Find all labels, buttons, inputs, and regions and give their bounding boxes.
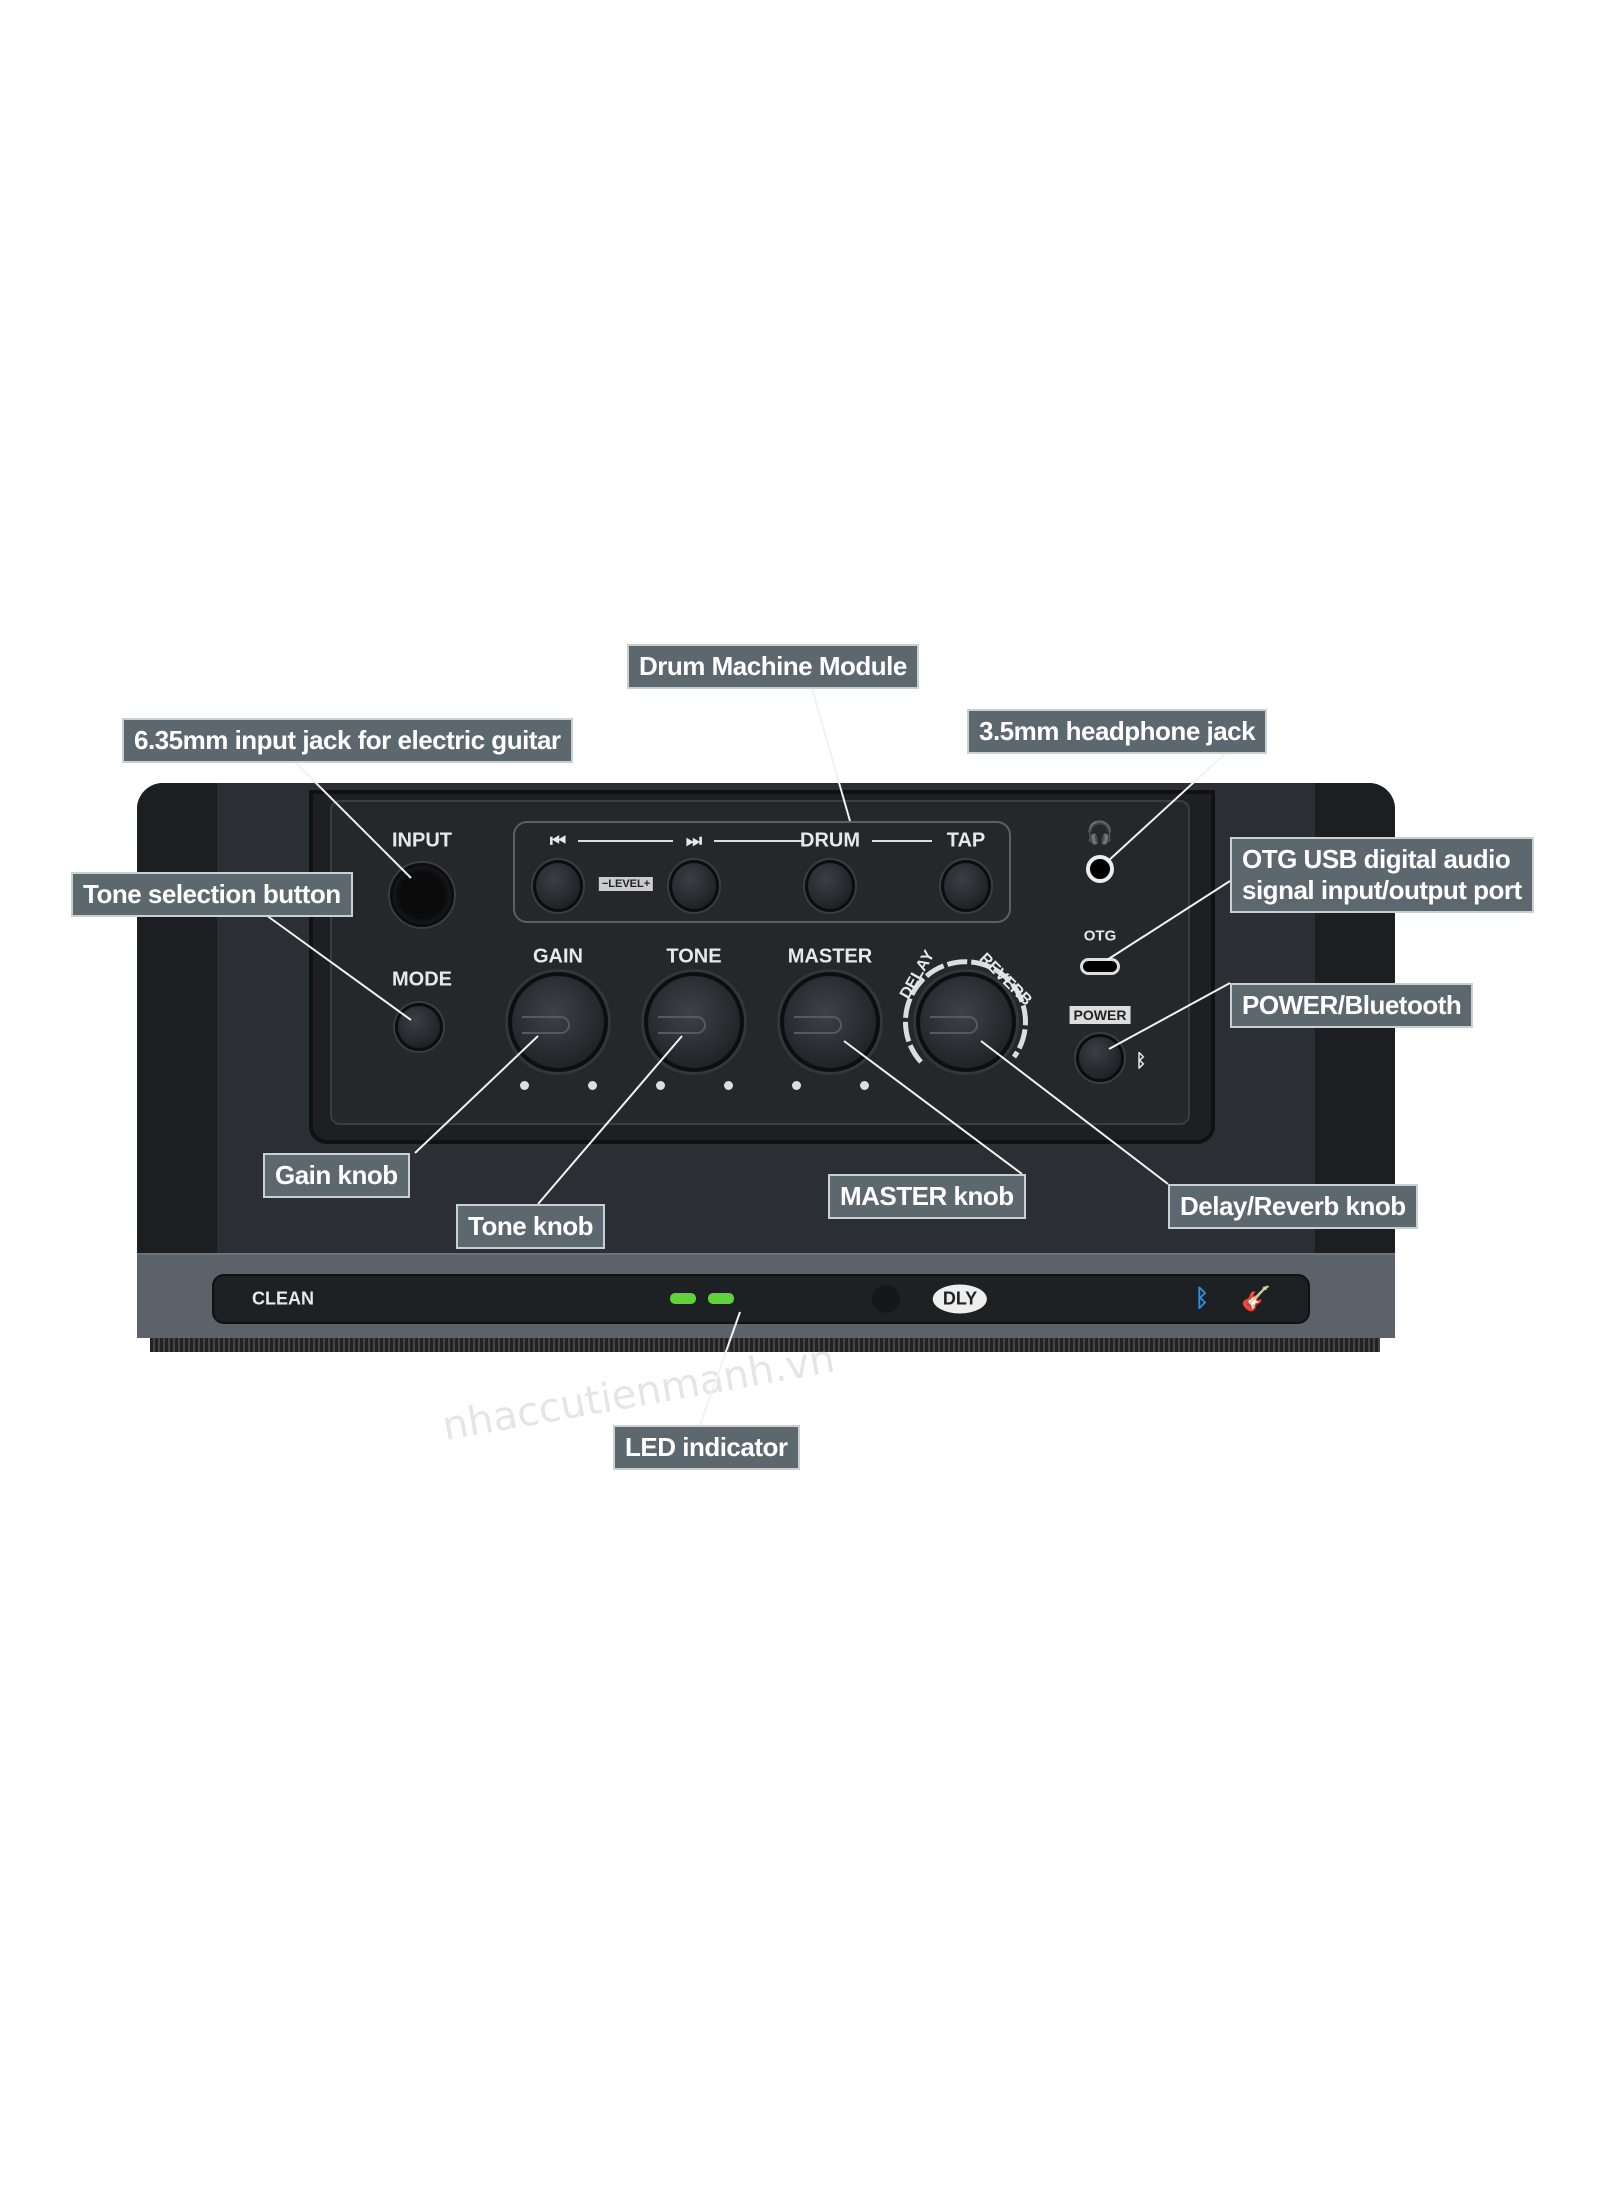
otg-usb-port[interactable] bbox=[1080, 958, 1120, 975]
divider bbox=[872, 840, 932, 842]
input-label: INPUT bbox=[392, 829, 452, 852]
callout-tone-knob: Tone knob bbox=[456, 1204, 606, 1250]
otg-line-2: signal input/output port bbox=[1242, 875, 1522, 906]
leader-tone bbox=[537, 1035, 683, 1205]
leader-master bbox=[843, 1040, 1023, 1175]
knob-dot bbox=[520, 1081, 529, 1090]
control-panel-inner bbox=[330, 800, 1190, 1125]
input-jack[interactable] bbox=[390, 863, 454, 927]
headphone-jack[interactable] bbox=[1086, 855, 1114, 883]
headphone-icon: 🎧 bbox=[1086, 820, 1114, 845]
callout-power-bluetooth: POWER/Bluetooth bbox=[1230, 983, 1474, 1029]
callout-led-indicator: LED indicator bbox=[613, 1425, 800, 1471]
tap-label: TAP bbox=[946, 829, 986, 852]
otg-label: OTG bbox=[1083, 927, 1117, 945]
knob-dot bbox=[860, 1081, 869, 1090]
callout-delay-reverb-knob: Delay/Reverb knob bbox=[1168, 1184, 1418, 1230]
leader-delay bbox=[980, 1040, 1169, 1185]
mode-label: MODE bbox=[392, 968, 452, 991]
gain-label: GAIN bbox=[533, 945, 583, 968]
otg-line-1: OTG USB digital audio bbox=[1242, 844, 1511, 874]
led-dark-dot bbox=[872, 1285, 900, 1313]
tap-button[interactable] bbox=[941, 860, 991, 912]
leader-mode bbox=[265, 914, 412, 1021]
knob-dot bbox=[656, 1081, 665, 1090]
next-button[interactable] bbox=[669, 860, 719, 912]
divider bbox=[578, 840, 673, 842]
amp-side-left bbox=[137, 783, 217, 1253]
led-dly: DLY bbox=[932, 1284, 988, 1314]
leader-otg bbox=[1106, 880, 1231, 961]
delay-reverb-arc bbox=[902, 959, 1028, 1064]
callout-headphone-jack: 3.5mm headphone jack bbox=[967, 709, 1268, 755]
callout-gain-knob: Gain knob bbox=[263, 1153, 410, 1199]
leader-headphone bbox=[1106, 749, 1230, 863]
power-button[interactable] bbox=[1076, 1034, 1124, 1082]
leader-led bbox=[699, 1311, 741, 1426]
speaker-grille bbox=[150, 1338, 1380, 1352]
divider bbox=[714, 840, 804, 842]
master-label: MASTER bbox=[787, 945, 873, 968]
callout-tone-selection: Tone selection button bbox=[71, 872, 353, 918]
next-label: ⏭ bbox=[685, 830, 703, 851]
bluetooth-icon: ᛒ bbox=[1135, 1050, 1147, 1071]
leader-input bbox=[292, 759, 412, 879]
prev-button[interactable] bbox=[533, 860, 583, 912]
callout-drum-machine: Drum Machine Module bbox=[627, 644, 919, 690]
gain-knob[interactable] bbox=[508, 972, 608, 1072]
bluetooth-led-icon: ᛒ bbox=[1194, 1285, 1210, 1312]
prev-label: ⏮ bbox=[549, 830, 567, 851]
callout-master-knob: MASTER knob bbox=[828, 1174, 1026, 1220]
drum-machine-module bbox=[513, 821, 1011, 923]
power-label: POWER bbox=[1069, 1006, 1131, 1024]
led-green-2 bbox=[708, 1293, 734, 1304]
led-clean: CLEAN bbox=[252, 1288, 314, 1309]
tone-label: TONE bbox=[666, 945, 722, 968]
leader-power bbox=[1108, 982, 1231, 1050]
led-green-1 bbox=[670, 1293, 696, 1304]
mode-button[interactable] bbox=[395, 1003, 443, 1051]
guitar-icon: 🎸 bbox=[1241, 1285, 1271, 1313]
led-indicator-bar bbox=[212, 1274, 1310, 1324]
drum-button[interactable] bbox=[805, 860, 855, 912]
drum-label: DRUM bbox=[800, 829, 860, 852]
leader-gain bbox=[414, 1035, 539, 1154]
knob-dot bbox=[724, 1081, 733, 1090]
tone-knob[interactable] bbox=[644, 972, 744, 1072]
callout-input-jack: 6.35mm input jack for electric guitar bbox=[122, 718, 573, 764]
leader-drum bbox=[810, 684, 851, 822]
level-label: −LEVEL+ bbox=[598, 877, 654, 891]
knob-dot bbox=[588, 1081, 597, 1090]
knob-dot bbox=[792, 1081, 801, 1090]
